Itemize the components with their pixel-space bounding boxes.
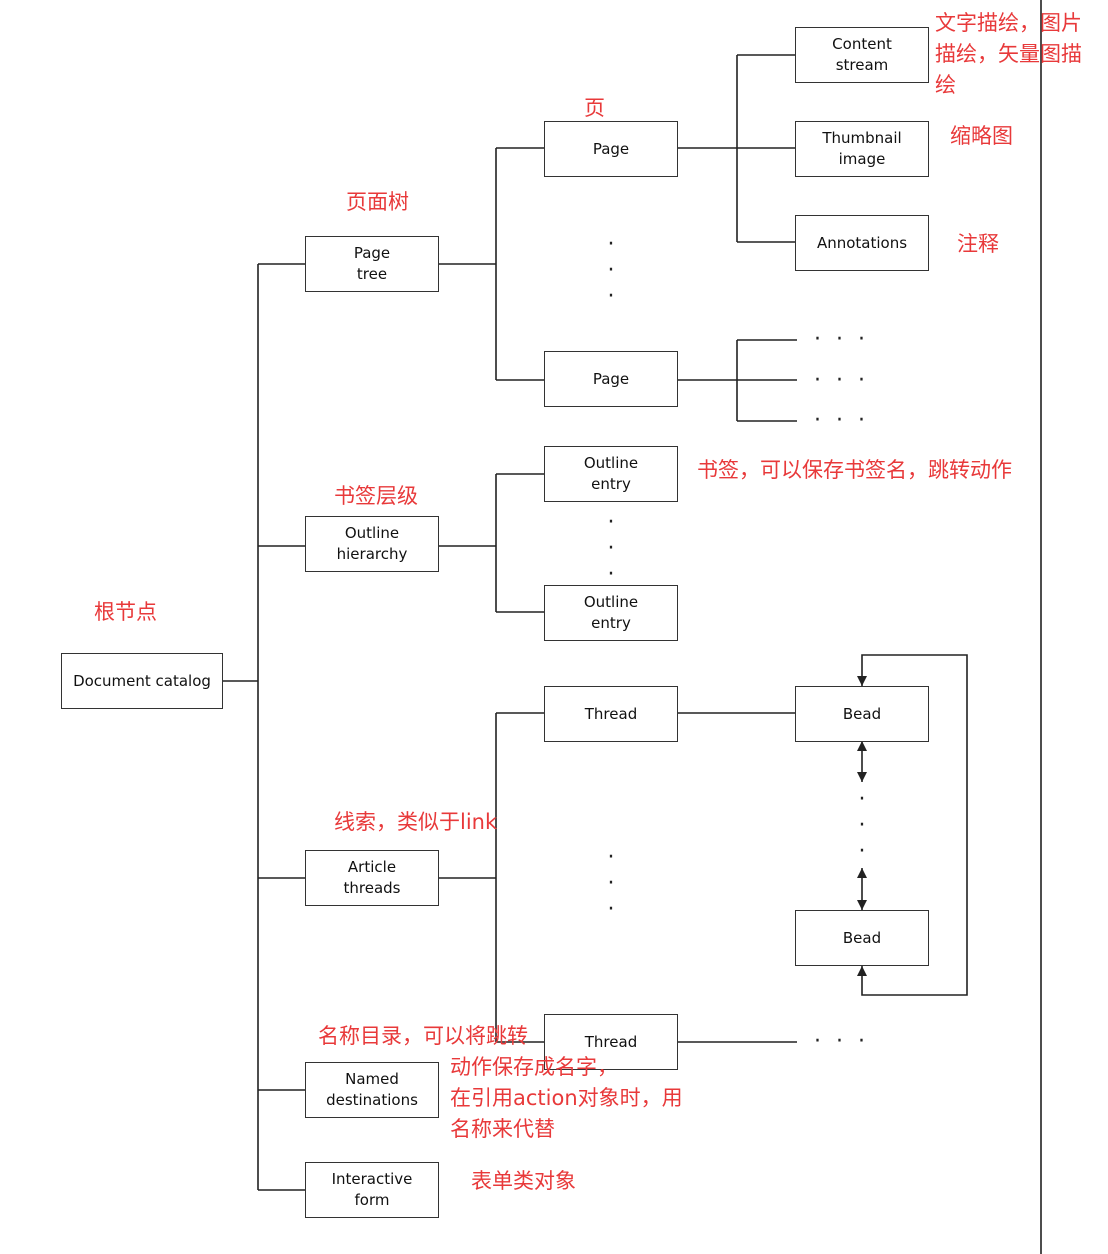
interactive-form-node: Interactive form bbox=[305, 1162, 439, 1218]
annotations-annotation: 注释 bbox=[957, 232, 999, 256]
content-stream-annotation: 文字描绘，图片 描绘，矢量图描 绘 bbox=[935, 11, 1082, 97]
outline-entry-node-1: Outline entry bbox=[544, 446, 678, 502]
page-node-1: Page bbox=[544, 121, 678, 177]
named-destinations-annotation: 名称目录，可以将跳转动作保存成名字， 在引用action对象时，用名称来代替 bbox=[318, 1021, 683, 1145]
annotations-node: Annotations bbox=[795, 215, 929, 271]
named-destinations-annotation-line: 动作保存成名字， bbox=[450, 1055, 618, 1079]
arrow-into-bead-2 bbox=[857, 966, 867, 976]
page-ellipsis: · · · bbox=[607, 232, 615, 309]
outline-entry-annotation: 书签，可以保存书签名，跳转动作 bbox=[697, 458, 1012, 482]
interactive-form-annotation: 表单类对象 bbox=[471, 1169, 576, 1193]
thumbnail-image-node: Thumbnail image bbox=[795, 121, 929, 177]
arrow-into-bead-1 bbox=[857, 676, 867, 686]
outline-hierarchy-annotation: 书签层级 bbox=[334, 484, 418, 508]
page-tree-node: Page tree bbox=[305, 236, 439, 292]
named-destinations-annotation-line: 名称来代替 bbox=[450, 1117, 555, 1141]
bead-node-1: Bead bbox=[795, 686, 929, 742]
document-catalog-node: Document catalog bbox=[61, 653, 223, 709]
outline-hierarchy-node: Outline hierarchy bbox=[305, 516, 439, 572]
page-child-ellipsis-1: · · · bbox=[814, 327, 869, 352]
thread-child-ellipsis: · · · bbox=[814, 1029, 869, 1054]
root-annotation: 根节点 bbox=[94, 600, 157, 624]
article-threads-node: Article threads bbox=[305, 850, 439, 906]
bead-node-2: Bead bbox=[795, 910, 929, 966]
article-threads-annotation: 线索，类似于link bbox=[334, 810, 498, 834]
bead-ellipsis: · · · bbox=[858, 787, 866, 864]
page-annotation: 页 bbox=[584, 96, 605, 120]
page-tree-annotation: 页面树 bbox=[346, 190, 409, 214]
thread-node-1: Thread bbox=[544, 686, 678, 742]
named-destinations-node: Named destinations bbox=[305, 1062, 439, 1118]
outline-ellipsis: · · · bbox=[607, 510, 615, 587]
named-destinations-annotation-line: 名称目录，可以将跳转 bbox=[318, 1024, 528, 1048]
content-stream-node: Content stream bbox=[795, 27, 929, 83]
outline-entry-node-2: Outline entry bbox=[544, 585, 678, 641]
page-child-ellipsis-3: · · · bbox=[814, 408, 869, 433]
thread-node-2: Thread bbox=[544, 1014, 678, 1070]
named-destinations-annotation-line: 在引用action对象时，用 bbox=[450, 1086, 683, 1110]
bead-loop bbox=[861, 654, 968, 996]
thumbnail-annotation: 缩略图 bbox=[950, 124, 1013, 148]
thread-ellipsis: · · · bbox=[607, 845, 615, 922]
page-child-ellipsis-2: · · · bbox=[814, 368, 869, 393]
page-node-2: Page bbox=[544, 351, 678, 407]
